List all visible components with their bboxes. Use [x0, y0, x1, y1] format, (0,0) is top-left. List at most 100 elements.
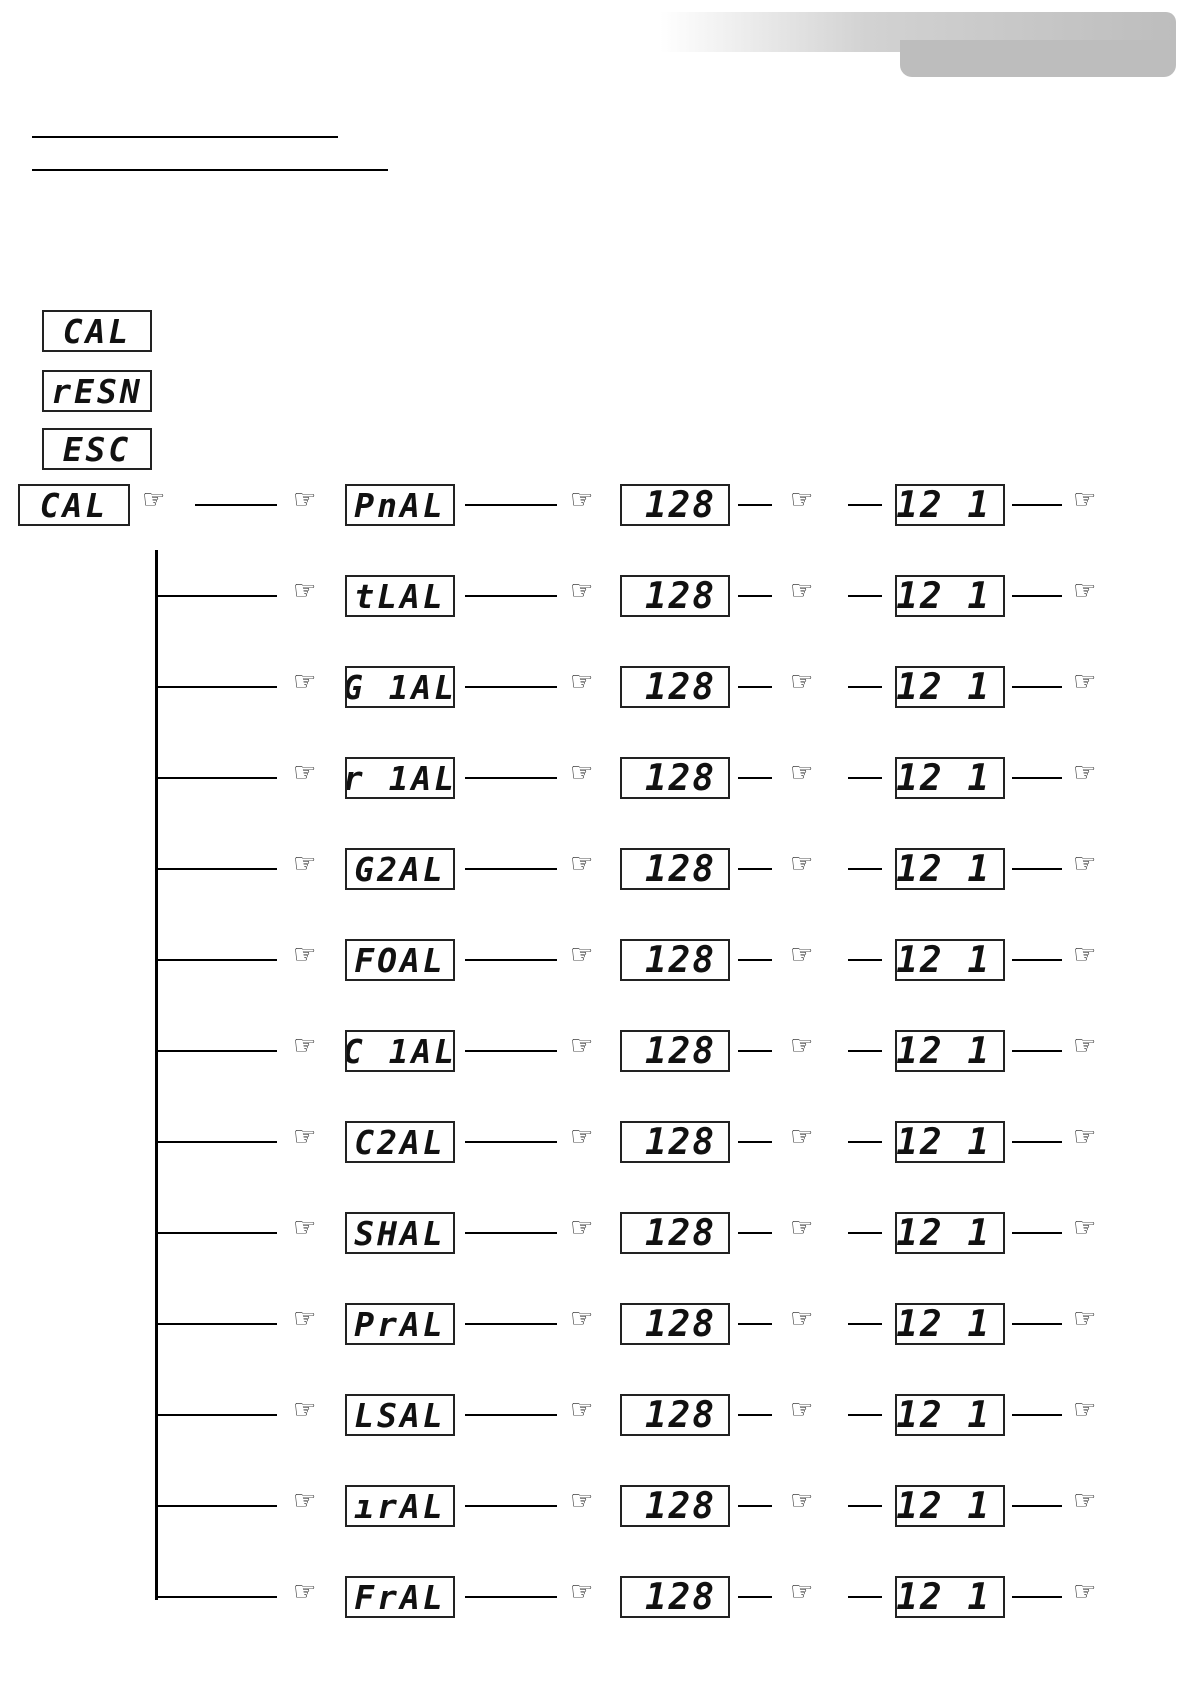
- lcd-value-a: 128: [620, 1030, 730, 1072]
- pointing-hand-icon: ☞: [1073, 576, 1097, 606]
- lcd-value-b: 12 1: [895, 575, 1005, 617]
- pointing-hand-icon: ☞: [1073, 940, 1097, 970]
- connector-line: [1012, 1141, 1062, 1143]
- connector-line: [157, 1050, 277, 1052]
- lcd-parameter-code: G2AL: [345, 848, 455, 890]
- connector-line: [848, 1050, 882, 1052]
- pointing-hand-icon: ☞: [293, 1304, 317, 1334]
- connector-line: [848, 686, 882, 688]
- lcd-parameter-code: PrAL: [345, 1303, 455, 1345]
- connector-line: [465, 504, 557, 506]
- pointing-hand-icon: ☞: [790, 485, 814, 515]
- connector-line: [738, 504, 772, 506]
- pointing-hand-icon: ☞: [293, 1395, 317, 1425]
- lcd-menu-cal: CAL: [42, 310, 152, 352]
- connector-line: [157, 777, 277, 779]
- connector-line: [738, 1414, 772, 1416]
- connector-line: [1012, 1232, 1062, 1234]
- lcd-value-b: 12 1: [895, 1212, 1005, 1254]
- lcd-value-a: 128: [620, 848, 730, 890]
- lcd-value-b: 12 1: [895, 757, 1005, 799]
- pointing-hand-icon: ☞: [293, 1031, 317, 1061]
- lcd-value-b: 12 1: [895, 1030, 1005, 1072]
- connector-line: [848, 595, 882, 597]
- connector-line: [738, 868, 772, 870]
- connector-line: [157, 595, 277, 597]
- connector-line: [465, 1141, 557, 1143]
- connector-line: [738, 1323, 772, 1325]
- lcd-value-b: 12 1: [895, 1394, 1005, 1436]
- pointing-hand-icon: ☞: [570, 758, 594, 788]
- lcd-value-b: 12 1: [895, 666, 1005, 708]
- connector-line: [465, 777, 557, 779]
- lcd-parameter-code: tLAL: [345, 575, 455, 617]
- connector-line: [195, 504, 277, 506]
- pointing-hand-icon: ☞: [570, 1031, 594, 1061]
- pointing-hand-icon: ☞: [570, 1213, 594, 1243]
- connector-line: [465, 1596, 557, 1598]
- connector-line: [1012, 959, 1062, 961]
- pointing-hand-icon: ☞: [1073, 485, 1097, 515]
- pointing-hand-icon: ☞: [790, 1395, 814, 1425]
- pointing-hand-icon: ☞: [1073, 849, 1097, 879]
- pointing-hand-icon: ☞: [570, 576, 594, 606]
- connector-line: [465, 959, 557, 961]
- lcd-parameter-code: FOAL: [345, 939, 455, 981]
- pointing-hand-icon: ☞: [790, 1486, 814, 1516]
- pointing-hand-icon: ☞: [1073, 1304, 1097, 1334]
- trunk-line: [155, 550, 158, 1600]
- connector-line: [1012, 1596, 1062, 1598]
- pointing-hand-icon: ☞: [293, 1577, 317, 1607]
- pointing-hand-icon: ☞: [1073, 1577, 1097, 1607]
- pointing-hand-icon: ☞: [293, 849, 317, 879]
- lcd-value-a: 128: [620, 1121, 730, 1163]
- connector-line: [848, 1232, 882, 1234]
- pointing-hand-icon: ☞: [570, 849, 594, 879]
- connector-line: [848, 868, 882, 870]
- connector-line: [848, 1414, 882, 1416]
- connector-line: [738, 1596, 772, 1598]
- pointing-hand-icon: ☞: [570, 1486, 594, 1516]
- lcd-value-b: 12 1: [895, 1485, 1005, 1527]
- connector-line: [157, 1141, 277, 1143]
- lcd-menu-esc: ESC: [42, 428, 152, 470]
- pointing-hand-icon: ☞: [570, 667, 594, 697]
- pointing-hand-icon: ☞: [142, 485, 166, 515]
- pointing-hand-icon: ☞: [1073, 1486, 1097, 1516]
- connector-line: [465, 595, 557, 597]
- connector-line: [738, 595, 772, 597]
- pointing-hand-icon: ☞: [570, 1395, 594, 1425]
- connector-line: [157, 686, 277, 688]
- pointing-hand-icon: ☞: [790, 940, 814, 970]
- lcd-value-a: 128: [620, 1212, 730, 1254]
- pointing-hand-icon: ☞: [1073, 1031, 1097, 1061]
- lcd-value-b: 12 1: [895, 484, 1005, 526]
- lcd-value-a: 128: [620, 1485, 730, 1527]
- pointing-hand-icon: ☞: [790, 758, 814, 788]
- lcd-value-a: 128: [620, 666, 730, 708]
- pointing-hand-icon: ☞: [790, 1304, 814, 1334]
- pointing-hand-icon: ☞: [790, 667, 814, 697]
- connector-line: [1012, 1323, 1062, 1325]
- connector-line: [738, 959, 772, 961]
- title-rule-1: [32, 136, 338, 138]
- connector-line: [157, 959, 277, 961]
- connector-line: [465, 686, 557, 688]
- connector-line: [465, 1414, 557, 1416]
- connector-line: [465, 1232, 557, 1234]
- connector-line: [848, 959, 882, 961]
- pointing-hand-icon: ☞: [293, 485, 317, 515]
- connector-line: [1012, 595, 1062, 597]
- lcd-parameter-code: SHAL: [345, 1212, 455, 1254]
- lcd-value-b: 12 1: [895, 939, 1005, 981]
- pointing-hand-icon: ☞: [790, 576, 814, 606]
- pointing-hand-icon: ☞: [293, 667, 317, 697]
- connector-line: [1012, 504, 1062, 506]
- connector-line: [465, 1505, 557, 1507]
- lcd-value-a: 128: [620, 939, 730, 981]
- connector-line: [157, 1505, 277, 1507]
- pointing-hand-icon: ☞: [293, 1122, 317, 1152]
- pointing-hand-icon: ☞: [790, 1122, 814, 1152]
- lcd-value-a: 128: [620, 1576, 730, 1618]
- connector-line: [1012, 777, 1062, 779]
